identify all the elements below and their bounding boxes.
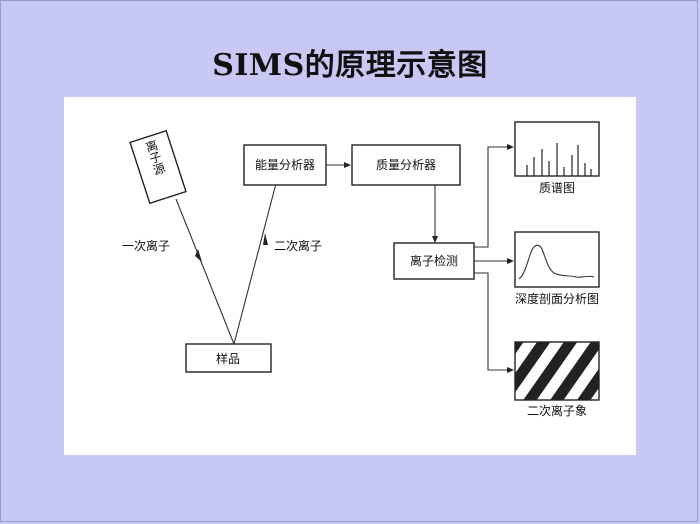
arrow-to-ion-image xyxy=(474,272,510,371)
ion-image-panel xyxy=(514,341,600,401)
ion-detector-box xyxy=(393,242,475,280)
ion-source-box: 离子源 xyxy=(129,129,187,205)
secondary-ion-arrowhead xyxy=(263,233,268,245)
secondary-ion-beam xyxy=(233,171,280,345)
arrow-to-mass-spectrum xyxy=(474,146,510,248)
arrowhead-mass-to-detector xyxy=(432,236,438,243)
secondary-ions-label: 二次离子 xyxy=(274,238,322,253)
arrowhead-to-depth-profile xyxy=(507,258,514,264)
arrowhead-energy-to-mass xyxy=(344,162,351,168)
depth-profile-curve xyxy=(518,244,595,280)
primary-ions-label: 一次离子 xyxy=(122,238,170,253)
diagram-figure: 离子源 一次离子 二次离子 样品 能量分析器 质量分析器 离子检测 xyxy=(64,97,636,455)
energy-analyzer-box xyxy=(243,144,327,186)
arrowhead-to-mass-spectrum xyxy=(507,144,514,150)
arrowhead-to-ion-image xyxy=(507,367,514,373)
mass-analyzer-box xyxy=(351,144,461,186)
primary-ion-arrowhead xyxy=(195,249,202,262)
page-title: SIMS的原理示意图 xyxy=(212,48,488,83)
sims-diagram: 离子源 一次离子 二次离子 样品 能量分析器 质量分析器 离子检测 xyxy=(122,121,600,418)
sample-label: 样品 xyxy=(216,351,240,366)
energy-analyzer-label: 能量分析器 xyxy=(255,158,315,172)
ion-image-label: 二次离子象 xyxy=(527,403,587,418)
primary-ion-beam xyxy=(175,198,235,345)
sample-box xyxy=(185,343,272,373)
mass-spectrum-peaks xyxy=(526,143,592,176)
depth-profile-panel xyxy=(514,231,600,288)
ion-detector-label: 离子检测 xyxy=(410,253,458,268)
mass-spectrum-label: 质谱图 xyxy=(539,181,575,195)
mass-analyzer-label: 质量分析器 xyxy=(376,158,436,172)
depth-profile-label: 深度剖面分析图 xyxy=(515,291,599,306)
